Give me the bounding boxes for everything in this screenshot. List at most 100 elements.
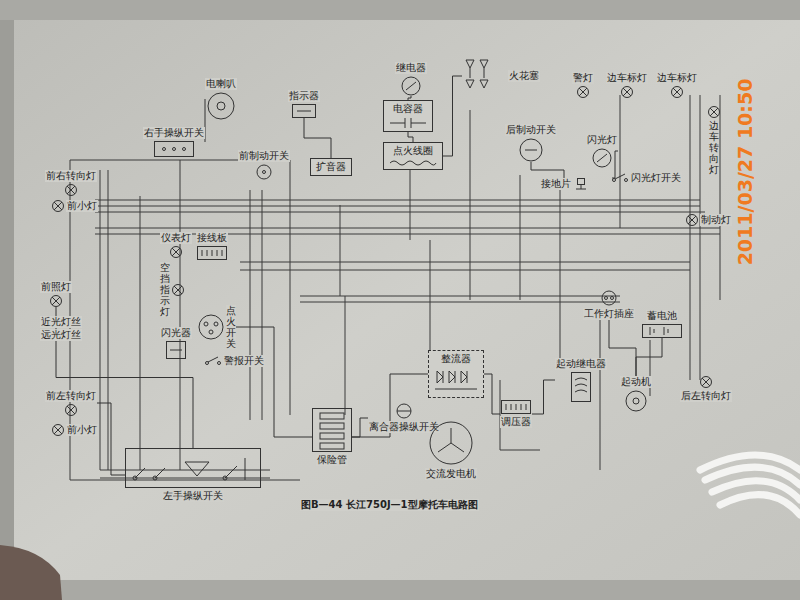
wire-connector	[531, 162, 564, 178]
component: 起动继电器	[555, 358, 607, 402]
component-label: 前左转向灯	[45, 390, 97, 402]
component: 继电器	[395, 62, 427, 96]
part-label: 远光灯丝	[40, 329, 82, 341]
wire-connector	[352, 418, 368, 437]
component: 后左转向灯	[680, 376, 732, 402]
fuse-symbol	[312, 408, 352, 452]
component: 点火线圈	[383, 142, 443, 170]
component-label: 离合器操纵开关	[368, 421, 440, 433]
component: 闪光灯开关	[612, 172, 682, 184]
component-label: 前小灯	[66, 200, 98, 212]
component: 交流发电机	[425, 420, 477, 480]
component: 保险管	[312, 408, 352, 466]
component: 边车标灯	[656, 72, 698, 98]
component: 仪表灯	[160, 232, 192, 258]
component-label: 闪光灯	[586, 134, 618, 146]
component: 前制动开关	[238, 150, 290, 180]
horn-symbol	[207, 92, 235, 120]
component: 接地片	[540, 178, 588, 190]
component-label: 保险管	[316, 454, 348, 466]
cap-symbol	[388, 117, 428, 129]
component-label: 前制动开关	[238, 150, 290, 162]
component: 离合器操纵开关	[368, 403, 440, 433]
wire-connector	[408, 132, 413, 142]
component-label: 闪光器	[160, 327, 192, 339]
component: 指示器	[288, 90, 320, 118]
gnd-symbol	[574, 178, 588, 190]
component: 火花塞	[462, 56, 540, 96]
component-label: 边车转向灯	[709, 120, 719, 175]
component: 调压器	[500, 400, 532, 428]
component-label: 点火开关	[226, 305, 236, 349]
lamp-symbol	[65, 184, 77, 196]
component: 前左转向灯	[45, 390, 97, 416]
component-label: 继电器	[395, 62, 427, 74]
sbox2-symbol	[292, 104, 316, 118]
component-label: 空挡指示灯	[160, 262, 170, 317]
c24-symbol	[519, 138, 543, 162]
motor-symbol	[625, 390, 647, 412]
lamp-symbol	[621, 86, 633, 98]
lamp-symbol	[700, 376, 712, 388]
component-label: 指示器	[288, 90, 320, 102]
component: 工作灯插座	[583, 290, 635, 320]
component: 边车标灯	[606, 72, 648, 98]
component-label: 交流发电机	[425, 468, 477, 480]
component: 制动灯	[686, 214, 732, 226]
c20-symbol	[401, 76, 421, 96]
component: 起动机	[620, 376, 652, 412]
lhs-symbol	[125, 448, 261, 488]
component: 前小灯	[52, 424, 98, 436]
wire-connector	[609, 320, 636, 376]
lamp-symbol	[52, 200, 64, 212]
lamp-symbol	[577, 86, 589, 98]
component-label: 前小灯	[66, 424, 98, 436]
component-label: 边车标灯	[656, 72, 698, 84]
lamp-symbol	[708, 106, 720, 118]
lamp-symbol	[686, 214, 698, 226]
lamp-symbol	[671, 86, 683, 98]
component: 扩音器	[310, 158, 352, 176]
component-label: 边车标灯	[606, 72, 648, 84]
wire-connector	[484, 374, 500, 414]
component: 警灯	[572, 72, 594, 98]
batt-symbol	[642, 324, 682, 338]
component: 整流器	[428, 350, 484, 398]
component: 点火开关	[198, 305, 236, 349]
sbox-symbol	[154, 141, 194, 157]
socket-symbol	[601, 290, 617, 306]
component: 前右转向灯	[45, 170, 97, 196]
date-watermark: 2011/03/27 10:50	[734, 79, 756, 266]
wire-connector	[97, 403, 125, 475]
wire-connector	[636, 338, 662, 376]
component-label: 仪表灯	[160, 232, 192, 244]
component-label: 起动继电器	[555, 358, 607, 370]
diode-symbol	[433, 367, 479, 395]
component: 前小灯	[52, 200, 98, 212]
sw-symbol	[205, 356, 221, 366]
component-label: 前右转向灯	[45, 170, 97, 182]
component-label: 扩音器	[315, 161, 347, 173]
c16-symbol	[256, 164, 272, 180]
part-label: 近光灯丝	[40, 316, 82, 328]
component-label: 火花塞	[508, 70, 540, 82]
wire-connector	[304, 118, 331, 158]
component-label: 电喇叭	[205, 78, 237, 90]
coil-symbol	[388, 159, 438, 167]
component: 闪光灯	[586, 134, 618, 168]
component-label: 制动灯	[700, 214, 732, 226]
wire-connector	[532, 380, 555, 414]
component-label: 接地片	[540, 178, 572, 190]
component-label: 工作灯插座	[583, 308, 635, 320]
lamp-symbol	[50, 295, 62, 307]
component-label: 左手操纵开关	[162, 490, 224, 502]
component: 空挡指示灯	[160, 262, 184, 317]
component-label: 调压器	[500, 416, 532, 428]
box30-symbol	[197, 246, 227, 260]
component: 电喇叭	[205, 78, 237, 120]
box30-symbol	[501, 400, 531, 414]
component-label: 点火线圈	[392, 145, 434, 157]
c20-symbol	[592, 148, 612, 168]
lamp-symbol	[172, 284, 184, 296]
